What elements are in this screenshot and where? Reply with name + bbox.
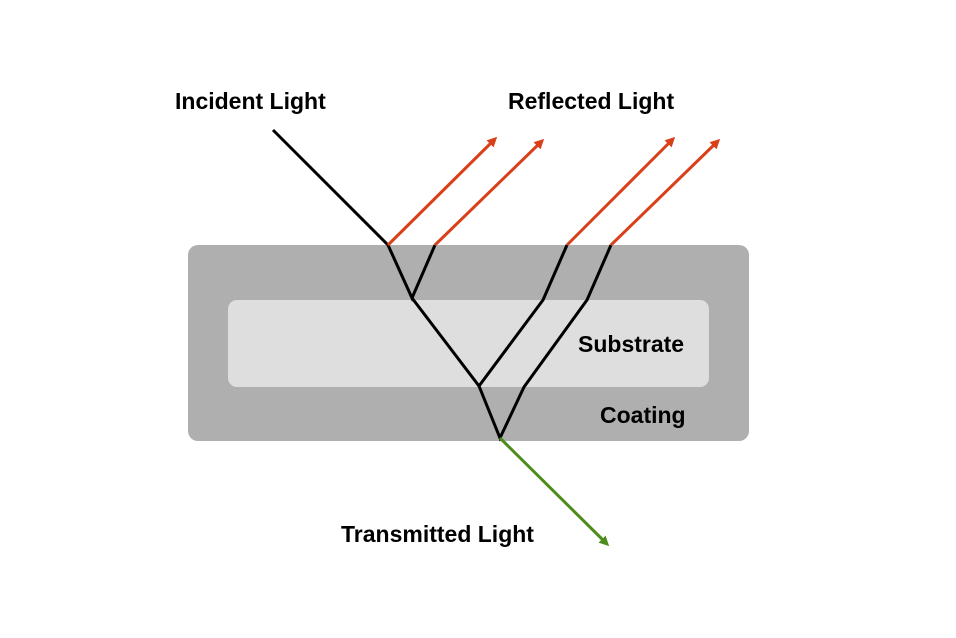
substrate-label: Substrate <box>578 331 685 357</box>
transmitted-light-label: Transmitted Light <box>341 521 534 547</box>
reflected-ray <box>386 136 498 247</box>
reflected-ray <box>565 136 676 247</box>
refracted-ray-3 <box>477 244 613 442</box>
coating-label: Coating <box>600 402 686 428</box>
incident-light-label: Incident Light <box>175 88 326 114</box>
reflected-ray <box>609 138 721 247</box>
incident-ray <box>271 128 390 247</box>
refracted-ray-2 <box>410 244 569 389</box>
substrate-layer <box>228 300 709 387</box>
reflected-ray <box>433 138 545 247</box>
reflected-light-label: Reflected Light <box>508 88 675 114</box>
transmitted-ray <box>498 436 610 547</box>
